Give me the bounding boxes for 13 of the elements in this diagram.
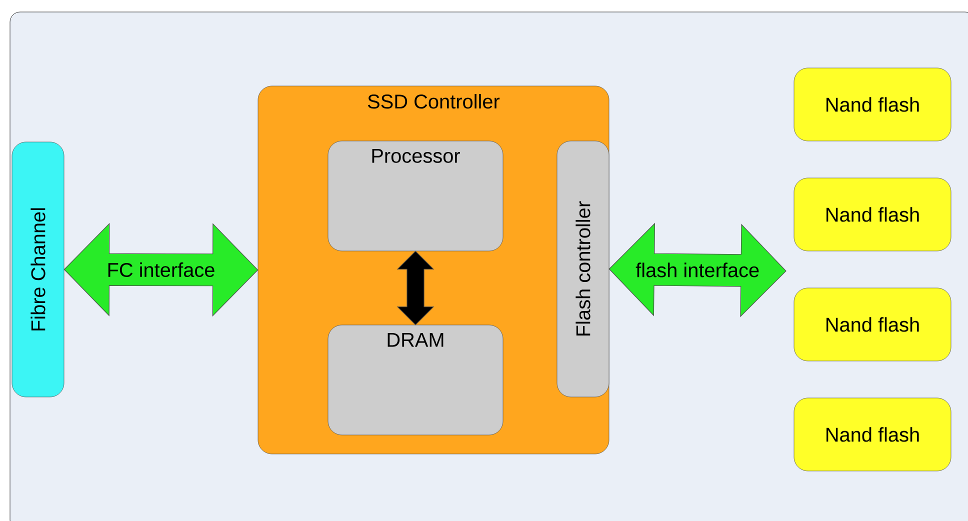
memory-box: Nand flash [794,398,952,472]
memory-box: Nand flash [794,178,952,252]
interface-box: Fibre Channel [12,142,64,398]
double-arrow [608,222,786,318]
module-box: Processor [328,140,504,252]
memory-box: Nand flash [794,288,952,362]
module-box: Flash controller [556,140,610,398]
module-box: DRAM [328,324,504,436]
edge-label: flash interface [636,262,759,278]
edge-label: FC interface [108,262,214,278]
memory-box: Nand flash [794,68,952,142]
double-arrow [64,222,258,317]
double-arrow [396,250,434,326]
